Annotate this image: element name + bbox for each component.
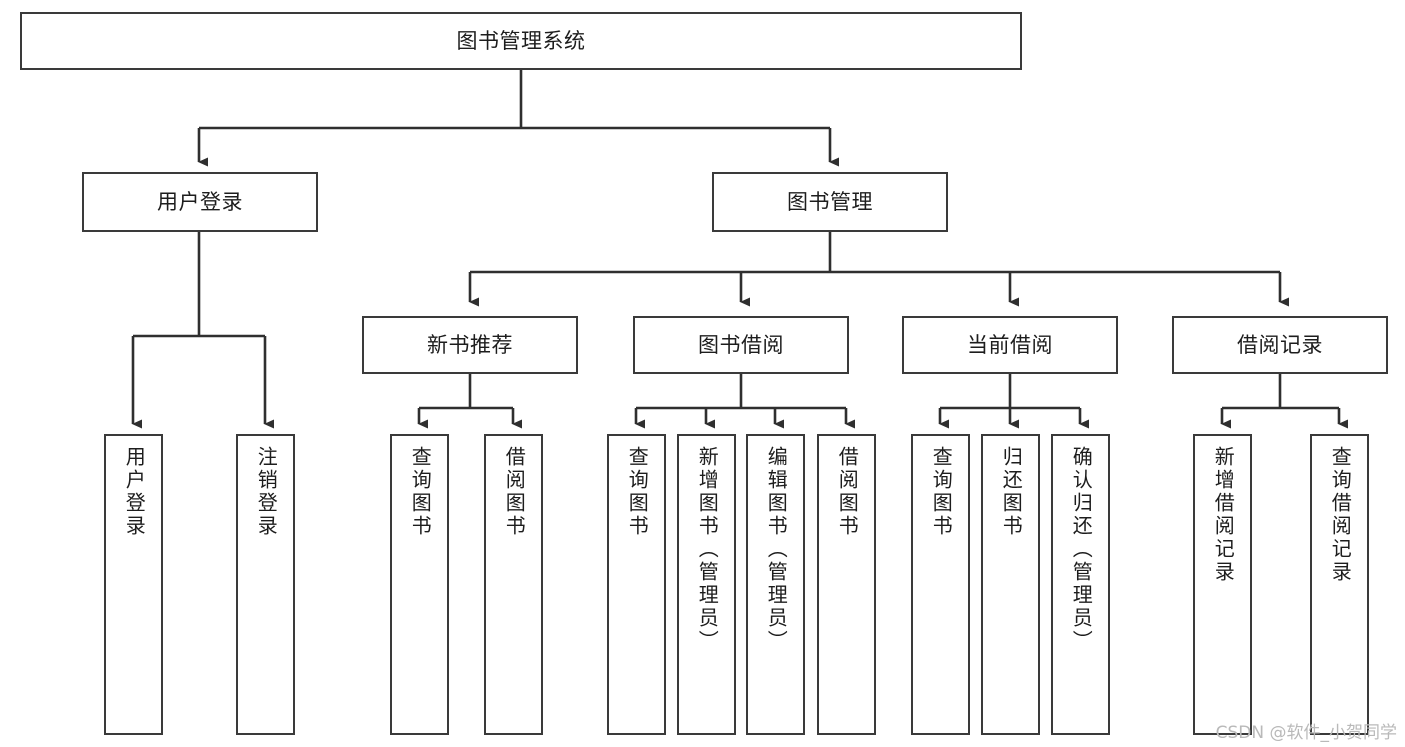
node-root-label: 图书管理系统 [456,28,586,53]
leaf-book-borrow-3-label: 借阅图书 [835,446,860,538]
node-user-login[interactable]: 用户登录 [82,172,318,232]
leaf-new-book-recommend-0-label: 查询图书 [408,446,433,538]
leaf-book-borrow-2-label: 编辑图书（管理员） [764,446,789,653]
leaf-current-borrow-0[interactable]: 查询图书 [911,434,970,735]
node-root[interactable]: 图书管理系统 [20,12,1022,70]
leaf-book-borrow-3[interactable]: 借阅图书 [817,434,876,735]
node-borrow-record-label: 借阅记录 [1237,332,1323,357]
node-book-management[interactable]: 图书管理 [712,172,948,232]
leaf-borrow-record-0[interactable]: 新增借阅记录 [1193,434,1252,735]
node-user-login-label: 用户登录 [157,189,243,214]
node-book-borrow-label: 图书借阅 [698,332,784,357]
leaf-new-book-recommend-0[interactable]: 查询图书 [390,434,449,735]
node-book-management-label: 图书管理 [787,189,873,214]
node-new-book-recommend-label: 新书推荐 [427,332,513,357]
leaf-borrow-record-1[interactable]: 查询借阅记录 [1310,434,1369,735]
leaf-book-borrow-0[interactable]: 查询图书 [607,434,666,735]
leaf-book-borrow-0-label: 查询图书 [625,446,650,538]
leaf-book-borrow-1[interactable]: 新增图书（管理员） [677,434,736,735]
leaf-borrow-record-1-label: 查询借阅记录 [1328,446,1353,584]
leaf-current-borrow-0-label: 查询图书 [929,446,954,538]
leaf-user-login-0[interactable]: 用户登录 [104,434,163,735]
node-book-borrow[interactable]: 图书借阅 [633,316,849,374]
leaf-current-borrow-1[interactable]: 归还图书 [981,434,1040,735]
leaf-current-borrow-2[interactable]: 确认归还（管理员） [1051,434,1110,735]
leaf-current-borrow-1-label: 归还图书 [999,446,1024,538]
leaf-user-login-1-label: 注销登录 [254,446,279,538]
leaf-current-borrow-2-label: 确认归还（管理员） [1069,446,1094,653]
watermark-text: CSDN @软件_小贺同学 [1215,723,1397,743]
leaf-book-borrow-1-label: 新增图书（管理员） [695,446,720,653]
leaf-new-book-recommend-1[interactable]: 借阅图书 [484,434,543,735]
node-new-book-recommend[interactable]: 新书推荐 [362,316,578,374]
node-current-borrow-label: 当前借阅 [967,332,1053,357]
leaf-new-book-recommend-1-label: 借阅图书 [502,446,527,538]
node-current-borrow[interactable]: 当前借阅 [902,316,1118,374]
leaf-user-login-0-label: 用户登录 [122,446,147,538]
leaf-book-borrow-2[interactable]: 编辑图书（管理员） [746,434,805,735]
leaf-user-login-1[interactable]: 注销登录 [236,434,295,735]
node-borrow-record[interactable]: 借阅记录 [1172,316,1388,374]
leaf-borrow-record-0-label: 新增借阅记录 [1211,446,1236,584]
